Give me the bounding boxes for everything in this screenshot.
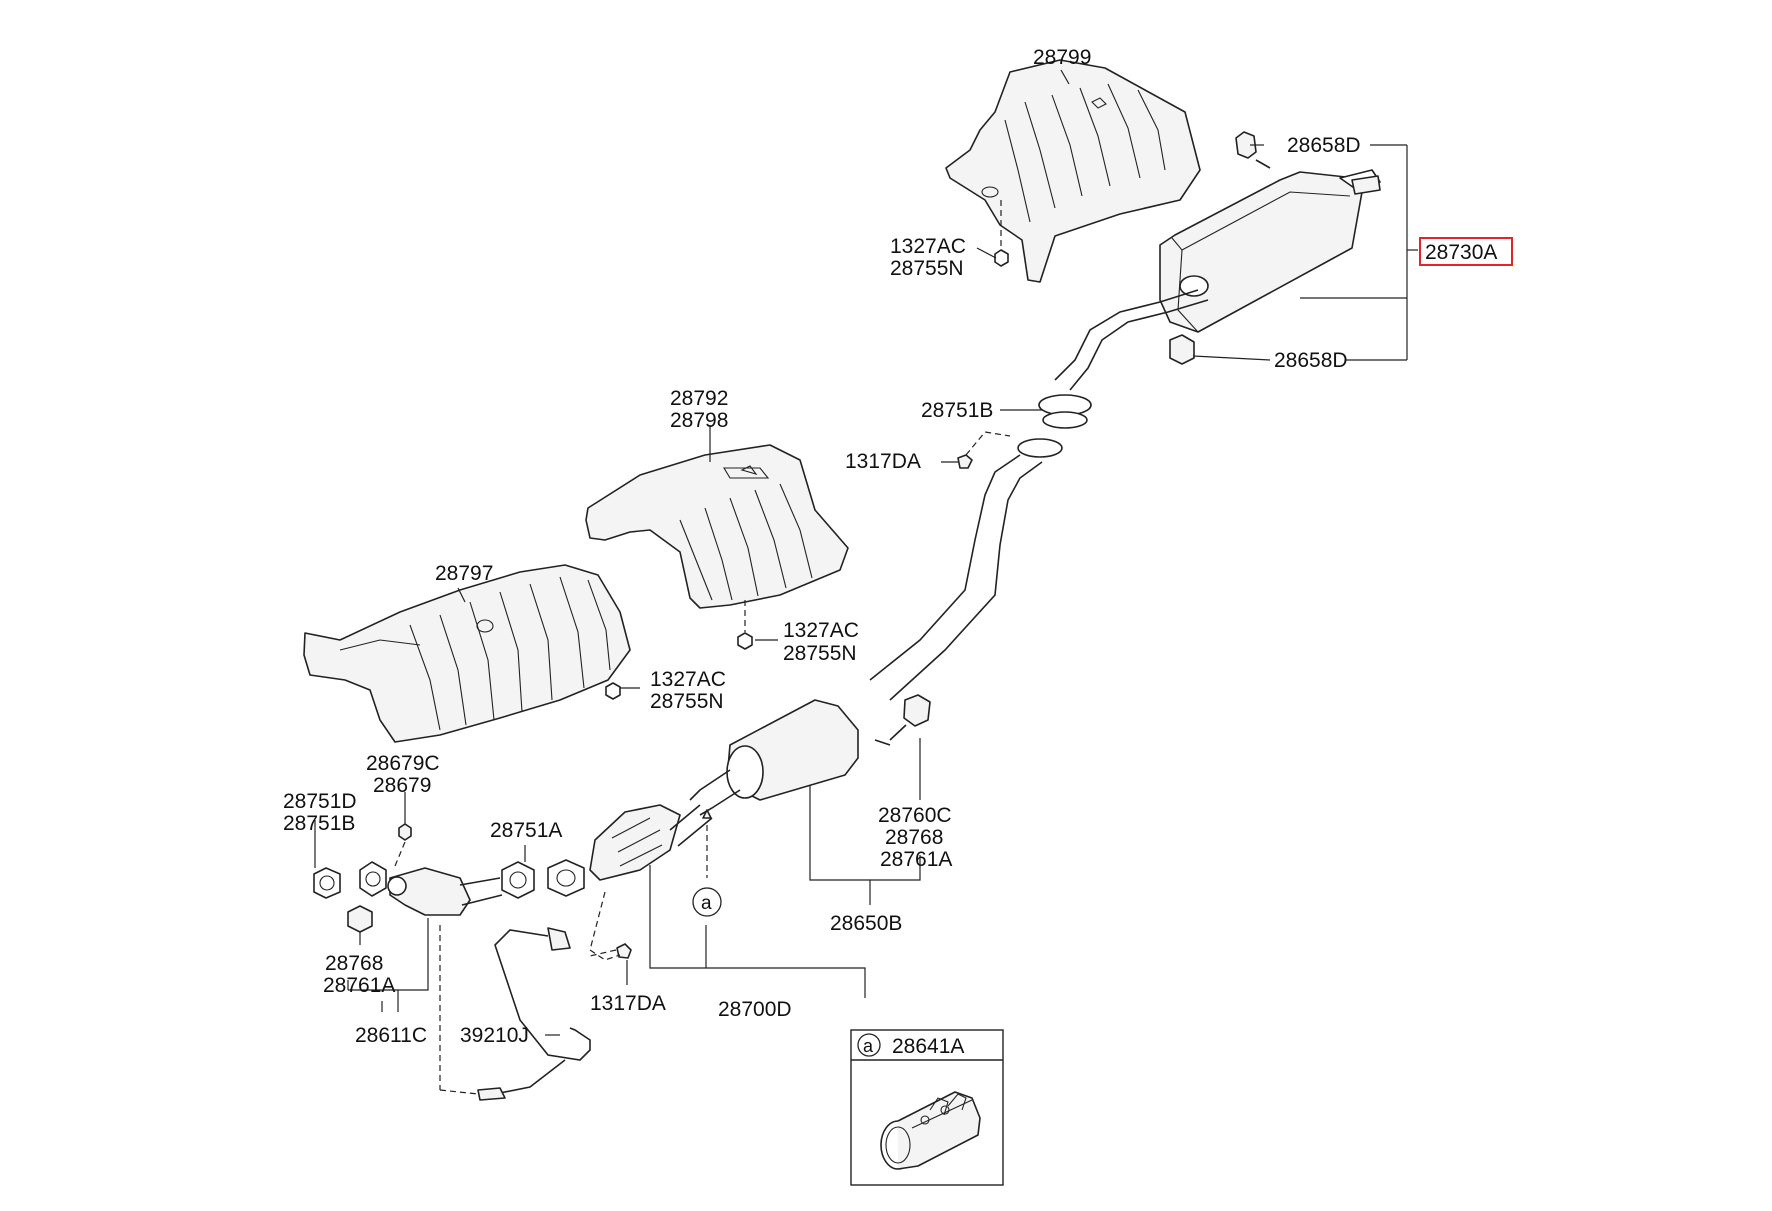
label-28658D-bottom: 28658D: [1274, 349, 1348, 372]
label-28755N-top: 28755N: [890, 257, 964, 280]
ref-circle-a: a: [692, 887, 722, 917]
label-28755N-low: 28755N: [650, 690, 724, 713]
heat-shield-28799[interactable]: [945, 59, 1201, 283]
hanger-rubber-28768-left[interactable]: [347, 905, 373, 933]
label-28611C: 28611C: [355, 1024, 427, 1047]
label-1327AC-mid: 1327AC: [783, 619, 859, 642]
nut-1327AC-low[interactable]: [605, 682, 621, 700]
leader-lines: [314, 69, 1418, 1036]
catalytic-converter-28700D[interactable]: [589, 804, 713, 881]
label-28679C: 28679C: [366, 752, 440, 775]
center-pipe: [869, 454, 1043, 746]
inset-part-number: 28641A: [892, 1035, 964, 1058]
label-28799: 28799: [1033, 46, 1091, 69]
heat-shield-28797[interactable]: [303, 564, 631, 743]
nut-28679[interactable]: [394, 823, 412, 867]
label-28797: 28797: [435, 562, 493, 585]
clamp-inset[interactable]: a 28641A: [850, 1029, 1004, 1186]
gasket-28751A[interactable]: [501, 859, 585, 899]
label-28751A: 28751A: [490, 819, 562, 842]
flange-left: [359, 861, 387, 897]
label-28768-right: 28768: [885, 826, 943, 849]
nut-1327AC-top[interactable]: [994, 200, 1009, 267]
hanger-rubber-28658D-bottom[interactable]: [1169, 334, 1195, 365]
label-28751B-mid: 28751B: [921, 399, 993, 422]
label-28751B-left: 28751B: [283, 812, 355, 835]
highlighted-callout-28730A[interactable]: 28730A: [1419, 237, 1513, 266]
oxygen-sensor-39210J[interactable]: [439, 891, 621, 1101]
gasket-28751D[interactable]: [313, 867, 341, 899]
label-28730A: 28730A: [1425, 241, 1497, 264]
heat-shield-28792[interactable]: [585, 444, 849, 609]
ref-circle-a-letter: a: [701, 893, 712, 914]
label-28755N-mid: 28755N: [783, 642, 857, 665]
label-28792: 28792: [670, 387, 728, 410]
label-1327AC-low: 1327AC: [650, 668, 726, 691]
gasket-28751B-mid[interactable]: [1017, 394, 1092, 458]
label-1317DA-low: 1317DA: [590, 992, 666, 1015]
clamp-ref-marker: [702, 809, 712, 878]
label-28761A-right: 28761A: [880, 848, 952, 871]
label-28751D: 28751D: [283, 790, 357, 813]
label-28700D: 28700D: [718, 998, 792, 1021]
label-28768-left: 28768: [325, 952, 383, 975]
callout-labels: 28799 28658D 1327AC 28755N 28658D 28751B…: [283, 46, 1361, 1047]
label-28760C: 28760C: [878, 804, 952, 827]
label-28679: 28679: [373, 774, 431, 797]
hanger-rubber-28760C[interactable]: [889, 694, 931, 741]
bolt-1317DA-mid[interactable]: [957, 431, 1011, 469]
label-1317DA-mid: 1317DA: [845, 450, 921, 473]
front-pipe-28611C[interactable]: [387, 867, 503, 916]
hanger-rubber-28658D-top[interactable]: [1235, 131, 1271, 169]
label-28798: 28798: [670, 409, 728, 432]
label-28650B: 28650B: [830, 912, 902, 935]
inset-ref-letter: a: [863, 1036, 874, 1056]
bolt-1317DA-low[interactable]: [589, 943, 632, 959]
nut-1327AC-mid[interactable]: [737, 600, 753, 650]
label-28761A-left: 28761A: [323, 974, 395, 997]
rear-muffler-28730A[interactable]: [1054, 169, 1381, 391]
center-muffler-28650B[interactable]: [689, 699, 859, 816]
pipe-clamp-icon: [880, 1091, 981, 1170]
label-1327AC-top: 1327AC: [890, 235, 966, 258]
label-39210J: 39210J: [460, 1024, 529, 1047]
label-28658D-top: 28658D: [1287, 134, 1361, 157]
